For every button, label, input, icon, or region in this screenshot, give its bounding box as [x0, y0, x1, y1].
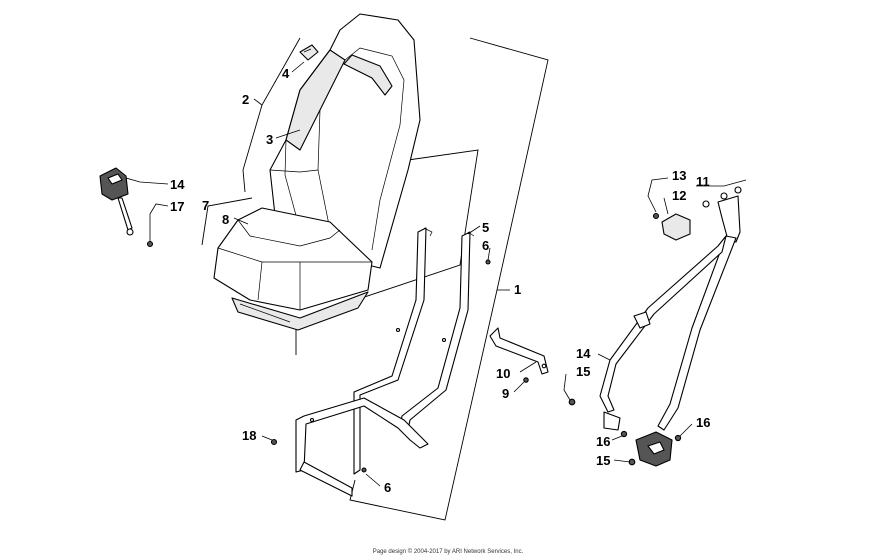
bracket-seat-base	[295, 149, 479, 355]
leader-14b	[597, 353, 611, 361]
callout-9: 9	[502, 386, 509, 401]
callout-8: 8	[222, 212, 229, 227]
leader-9	[513, 381, 525, 393]
leader-6b	[365, 473, 381, 487]
leader-8	[233, 217, 249, 225]
leader-2	[253, 98, 263, 106]
callout-14-left: 14	[170, 177, 185, 192]
copyright-notice: Page design © 2004-2017 by ARI Network S…	[372, 549, 524, 555]
leader-14a	[125, 177, 169, 185]
callout-7: 7	[202, 198, 209, 213]
buckle-left	[99, 167, 154, 248]
leader-13	[647, 177, 669, 213]
callout-1: 1	[514, 282, 521, 297]
callout-15-lower: 15	[596, 453, 610, 468]
callout-14-right: 14	[576, 346, 591, 361]
leader-4	[291, 61, 305, 73]
leader-17	[149, 203, 169, 242]
leader-6a	[487, 247, 491, 261]
leader-11	[696, 179, 747, 187]
callout-10: 10	[496, 366, 510, 381]
screw-18	[270, 438, 278, 446]
leader-18	[261, 435, 273, 441]
callout-4: 4	[282, 66, 290, 81]
callout-18: 18	[242, 428, 256, 443]
seat-belt-right	[568, 186, 742, 467]
callout-15-upper: 15	[576, 364, 590, 379]
callout-16-right: 16	[696, 415, 710, 430]
callout-16-left: 16	[596, 434, 610, 449]
logo-plate	[299, 44, 319, 61]
callout-13: 13	[672, 168, 686, 183]
screw-9	[523, 377, 529, 383]
screw-6-lower	[361, 467, 367, 473]
leader-12	[663, 197, 669, 215]
bracket-assembly-2	[242, 37, 301, 193]
leader-16a	[611, 435, 623, 441]
seat-frame	[295, 227, 475, 497]
leader-10	[519, 361, 537, 373]
callout-3: 3	[266, 132, 273, 147]
callout-17: 17	[170, 199, 184, 214]
callout-6-upper: 6	[482, 238, 489, 253]
callout-5: 5	[482, 220, 489, 235]
bracket-assembly-1	[349, 37, 549, 521]
mount-bracket	[489, 327, 549, 375]
callout-2: 2	[242, 92, 249, 107]
seat-back	[269, 13, 421, 269]
leader-16b	[679, 423, 693, 437]
leader-15a	[563, 373, 571, 401]
leader-3	[275, 129, 301, 139]
callout-12: 12	[672, 188, 686, 203]
seat-cushion	[213, 207, 373, 331]
callout-11: 11	[696, 174, 710, 189]
bracket-assembly-7	[201, 197, 253, 246]
leader-5	[467, 225, 481, 235]
leader-15b	[613, 459, 631, 463]
screw-6-upper	[485, 259, 491, 265]
callout-6-lower: 6	[384, 480, 391, 495]
